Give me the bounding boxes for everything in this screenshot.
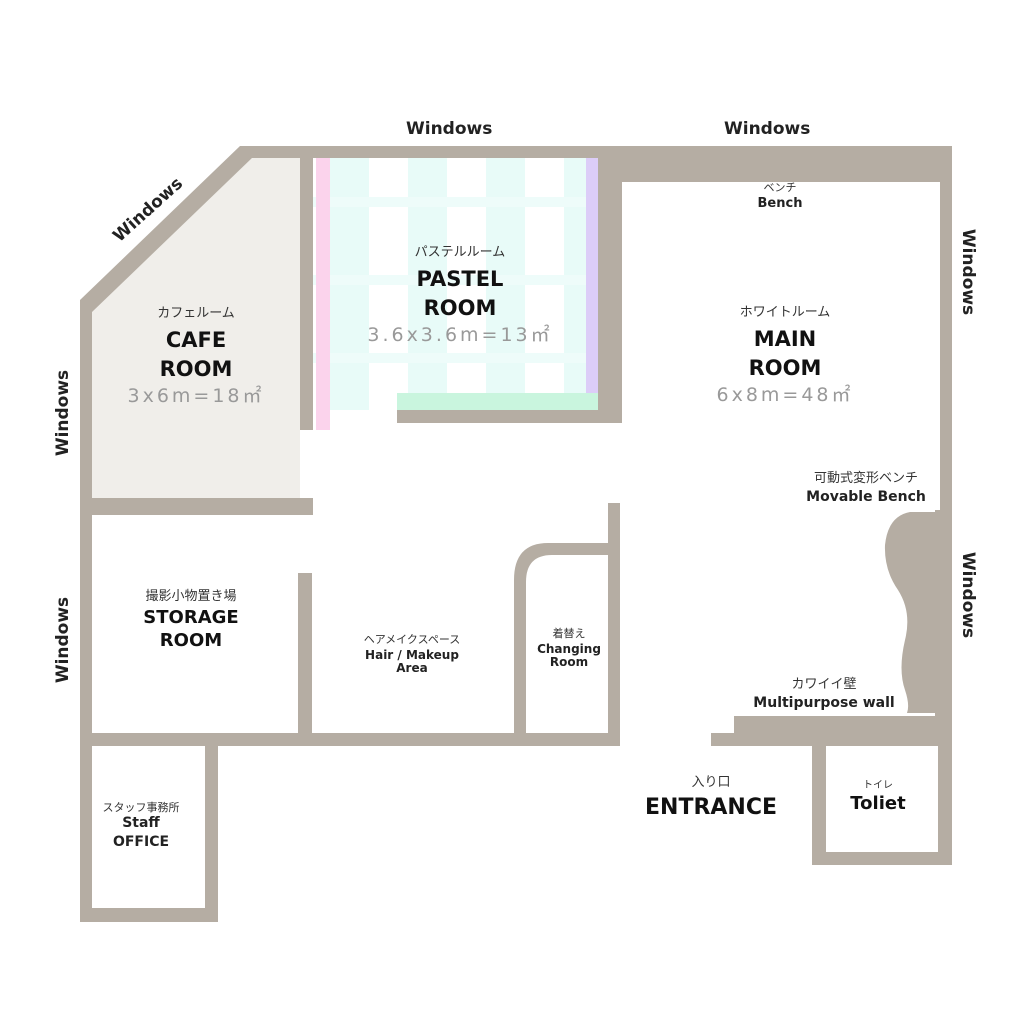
movable-bench-jp: 可動式変形ベンチ (813, 471, 918, 486)
toilet-jp: トイレ (863, 780, 893, 791)
windows-label-left-lower: Windows (53, 596, 74, 684)
storage-jp: 撮影小物置き場 (145, 589, 237, 604)
cafe-room-label: カフェルーム CAFE ROOM 3x6m=18㎡ (127, 306, 265, 408)
pastel-en1: PASTEL (416, 266, 504, 291)
bench-label: ベンチ Bench (757, 181, 803, 212)
movable-bench-label: 可動式変形ベンチ Movable Bench (806, 471, 926, 505)
main-room-label: ホワイトルーム MAIN ROOM 6x8m=48㎡ (716, 305, 854, 407)
storage-en2: ROOM (159, 629, 223, 651)
cafe-jp: カフェルーム (157, 306, 235, 321)
office-jp: スタッフ事務所 (102, 801, 180, 814)
main-en2: ROOM (748, 356, 822, 381)
movable-bench-en: Movable Bench (806, 488, 926, 505)
pastel-green-wall (397, 393, 598, 410)
pastel-purple-wall (586, 158, 598, 400)
entrance-label: 入り口 ENTRANCE (645, 775, 777, 820)
cafe-en2: ROOM (159, 357, 233, 382)
hair-en1: Hair / Makeup (365, 647, 459, 662)
windows-label-top-left: Windows (406, 119, 493, 139)
toilet-en: Toliet (850, 792, 906, 814)
windows-label-right-lower: Windows (958, 551, 979, 639)
pastel-pink-wall (316, 158, 330, 430)
main-size: 6x8m=48㎡ (716, 384, 854, 407)
cafe-size: 3x6m=18㎡ (127, 385, 265, 408)
multipurpose-wall-label: カワイイ壁 Multipurpose wall (753, 677, 895, 711)
pastel-en2: ROOM (423, 296, 497, 321)
cafe-en1: CAFE (165, 327, 227, 352)
pastel-jp: パステルルーム (414, 245, 506, 260)
main-jp: ホワイトルーム (739, 305, 831, 320)
bench-en: Bench (757, 195, 803, 211)
office-label: スタッフ事務所 Staff OFFICE (102, 801, 180, 850)
office-en2: OFFICE (112, 833, 170, 850)
windows-label-right-upper: Windows (958, 228, 979, 316)
cafe-floor (92, 158, 300, 498)
storage-room-label: 撮影小物置き場 STORAGE ROOM (143, 589, 239, 651)
pastel-size: 3.6x3.6m=13㎡ (367, 324, 553, 347)
changing-en1: Changing (537, 641, 601, 656)
changing-jp: 着替え (552, 627, 586, 640)
office-en1: Staff (122, 814, 160, 831)
wall-en: Multipurpose wall (753, 694, 895, 711)
changing-room-label: 着替え Changing Room (537, 627, 601, 670)
storage-en1: STORAGE (143, 606, 239, 628)
bench-jp: ベンチ (763, 181, 797, 194)
walls (80, 146, 952, 922)
main-en1: MAIN (753, 326, 817, 351)
entrance-en: ENTRANCE (645, 794, 777, 820)
changing-en2: Room (549, 655, 589, 670)
movable-bench (884, 512, 935, 713)
hair-makeup-label: ヘアメイクスペース Hair / Makeup Area (363, 633, 461, 676)
pastel-floor (313, 158, 598, 410)
toilet-label: トイレ Toliet (850, 780, 905, 814)
windows-label-top-right: Windows (724, 119, 811, 139)
hair-en2: Area (396, 661, 428, 676)
windows-label-left-upper: Windows (53, 369, 74, 457)
wall-jp: カワイイ壁 (791, 677, 857, 692)
entrance-jp: 入り口 (691, 775, 731, 790)
pastel-room-label: パステルルーム PASTEL ROOM 3.6x3.6m=13㎡ (367, 245, 553, 347)
hair-jp: ヘアメイクスペース (363, 633, 461, 646)
